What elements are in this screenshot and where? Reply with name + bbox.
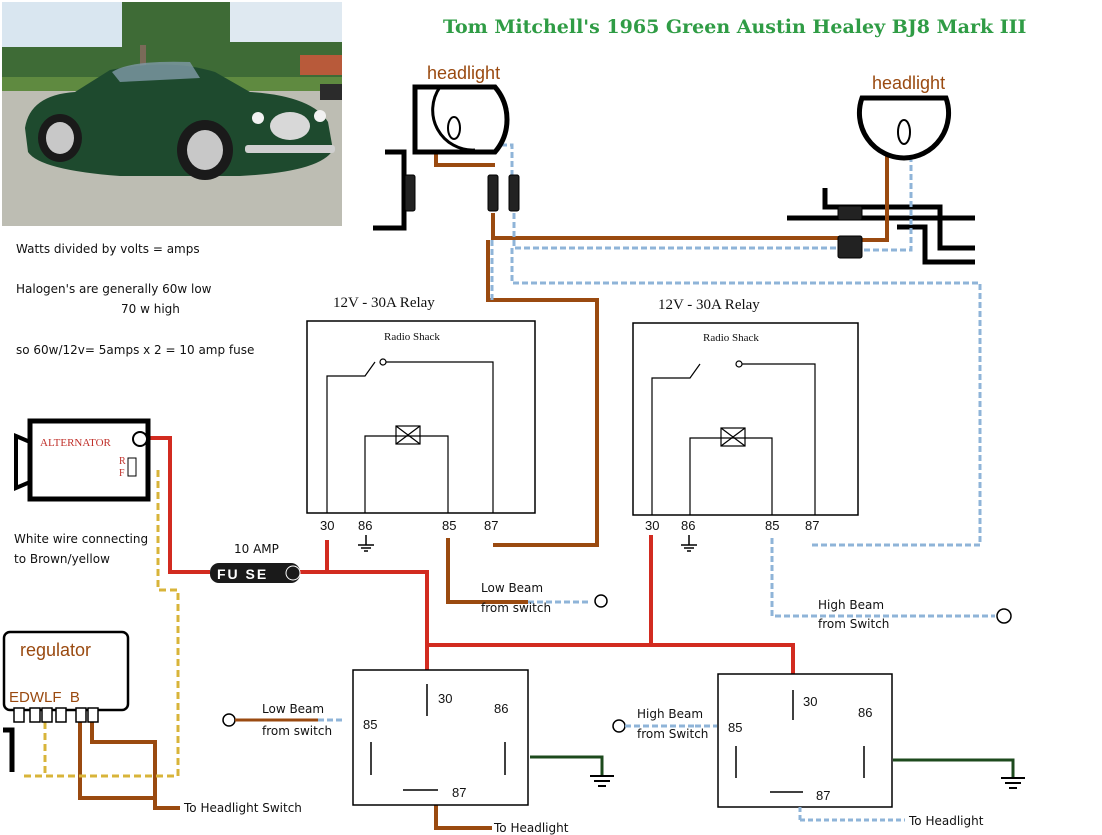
note-line-2: Halogen's are generally 60w low xyxy=(16,282,212,296)
relay-2-pin-87: 87 xyxy=(805,518,819,533)
diagram-title: Tom Mitchell's 1965 Green Austin Healey … xyxy=(443,16,1027,38)
schematic-relay-1: 12V - 30A Relay Radio Shack 30 86 85 87 xyxy=(306,295,536,552)
relay-block-1-pin-87: 87 xyxy=(452,785,466,800)
white-wire-note-1: White wire connecting xyxy=(14,532,148,546)
relay-block-1-pin-85: 85 xyxy=(363,717,377,732)
note-line-1: Watts divided by volts = amps xyxy=(16,242,200,256)
yellow-wires xyxy=(20,470,180,778)
low-beam-upper-line-1: Low Beam xyxy=(481,581,543,595)
fuse-label: FU SE xyxy=(217,566,268,582)
headlight-right: headlight xyxy=(856,73,952,161)
alternator: ALTERNATOR R F xyxy=(14,418,151,502)
low-beam-lower-line-2: from switch xyxy=(262,724,332,738)
alternator-label: ALTERNATOR xyxy=(40,437,112,449)
high-beam-switch-upper: High Beam from Switch xyxy=(818,598,1012,631)
relay-1-pin-87: 87 xyxy=(484,518,498,533)
ground-icon-relay-2 xyxy=(1001,777,1025,789)
green-ground-wires xyxy=(530,755,1015,778)
relay-block-2-pin-87: 87 xyxy=(816,788,830,803)
relay-1-pin-86: 86 xyxy=(358,518,372,533)
relay-block-2: 30 85 86 87 xyxy=(717,673,893,808)
to-headlight-switch-label: To Headlight Switch xyxy=(183,801,302,815)
low-beam-upper-terminal-icon xyxy=(594,594,608,608)
relay-2-pin-86: 86 xyxy=(681,518,695,533)
white-wire-note-2: to Brown/yellow xyxy=(14,552,110,566)
relay-2-title: 12V - 30A Relay xyxy=(658,297,760,313)
low-beam-switch-upper: Low Beam from switch xyxy=(481,581,608,615)
calculation-notes: Watts divided by volts = amps Halogen's … xyxy=(14,242,254,566)
blue-wires xyxy=(318,143,995,728)
low-beam-lower-terminal-icon xyxy=(222,713,236,727)
relay-block-1: 30 85 86 87 xyxy=(352,669,529,806)
relay-block-2-pin-86: 86 xyxy=(858,705,872,720)
relay-2-ground-icon xyxy=(681,535,697,552)
relay-block-1-pin-30: 30 xyxy=(438,691,452,706)
high-beam-upper-line-2: from Switch xyxy=(818,617,889,631)
fuse: 10 AMP FU SE xyxy=(210,542,301,583)
high-beam-upper-terminal-icon xyxy=(996,608,1012,624)
to-headlight-label-1: To Headlight xyxy=(493,821,569,835)
relay-2-pin-30: 30 xyxy=(645,518,659,533)
relay-block-1-pin-86: 86 xyxy=(494,701,508,716)
high-beam-switch-lower: High Beam from Switch xyxy=(612,707,708,741)
regulator-label: regulator xyxy=(20,640,91,660)
note-line-4: so 60w/12v= 5amps x 2 = 10 amp fuse xyxy=(16,343,254,357)
high-beam-lower-line-1: High Beam xyxy=(637,707,703,721)
to-headlight-label-2: To Headlight xyxy=(908,814,984,828)
relay-1-pin-30: 30 xyxy=(320,518,334,533)
relay-1-pin-85: 85 xyxy=(442,518,456,533)
black-ground-wires xyxy=(3,149,975,772)
headlight-right-label: headlight xyxy=(872,73,945,93)
bullet-connectors xyxy=(404,174,863,259)
alternator-terminal-f: F xyxy=(119,468,125,479)
relay-1-title: 12V - 30A Relay xyxy=(333,295,435,311)
low-beam-switch-lower: Low Beam from switch xyxy=(222,702,332,738)
alternator-terminal-r: R xyxy=(119,456,126,467)
regulator-terminals: EDWLF B xyxy=(9,689,80,706)
relay-1-ground-icon xyxy=(358,535,374,552)
ground-icon-relay-1 xyxy=(590,775,614,787)
high-beam-lower-terminal-icon xyxy=(612,719,626,733)
high-beam-lower-line-2: from Switch xyxy=(637,727,708,741)
low-beam-upper-line-2: from switch xyxy=(481,601,551,615)
headlight-left-label: headlight xyxy=(427,63,500,83)
low-beam-lower-line-1: Low Beam xyxy=(262,702,324,716)
fuse-rating: 10 AMP xyxy=(234,542,279,556)
car-photo xyxy=(2,2,342,226)
brown-wires xyxy=(78,154,889,830)
relay-block-2-pin-30: 30 xyxy=(803,694,817,709)
relay-1-brand: Radio Shack xyxy=(384,331,440,343)
relay-2-brand: Radio Shack xyxy=(703,332,759,344)
regulator: regulator EDWLF B xyxy=(2,630,130,723)
schematic-relay-2: 12V - 30A Relay Radio Shack 30 86 85 87 xyxy=(632,297,859,552)
note-line-3: 70 w high xyxy=(121,302,180,316)
high-beam-upper-line-1: High Beam xyxy=(818,598,884,612)
headlight-left: headlight xyxy=(412,63,510,155)
relay-2-pin-85: 85 xyxy=(765,518,779,533)
relay-block-2-pin-85: 85 xyxy=(728,720,742,735)
